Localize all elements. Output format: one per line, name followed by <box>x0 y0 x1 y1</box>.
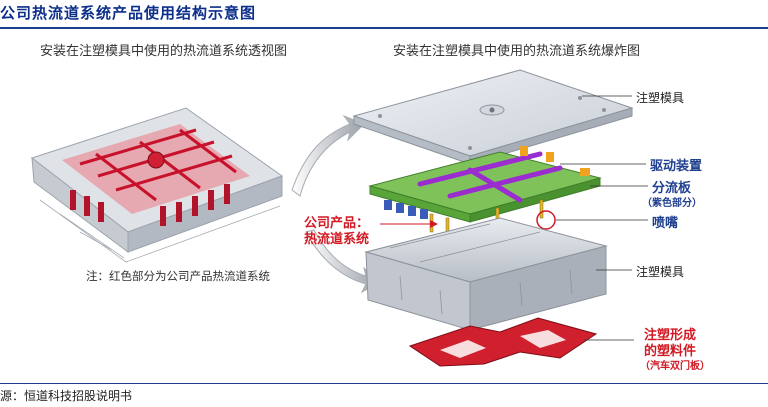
label-drive: 驱动装置 <box>650 155 702 174</box>
source-note: 源：恒道科技招股说明书 <box>0 387 132 404</box>
label-product-2: 热流道系统 <box>304 228 369 247</box>
color-note: 注：红色部分为公司产品热流道系统 <box>86 268 270 284</box>
label-part-note: （汽车双门板） <box>640 357 710 372</box>
product-arrowhead <box>430 220 438 228</box>
plastic-part <box>410 318 596 366</box>
footer-divider <box>0 383 768 384</box>
label-nozzle: 喷嘴 <box>652 212 678 231</box>
label-bottom-mold: 注塑模具 <box>636 263 684 280</box>
bottom-mold-block <box>366 218 606 330</box>
perspective-mold <box>32 108 282 262</box>
label-top-mold: 注塑模具 <box>636 89 684 106</box>
top-mold-plate <box>354 70 632 164</box>
label-manifold-note: （紫色部分） <box>642 194 702 209</box>
